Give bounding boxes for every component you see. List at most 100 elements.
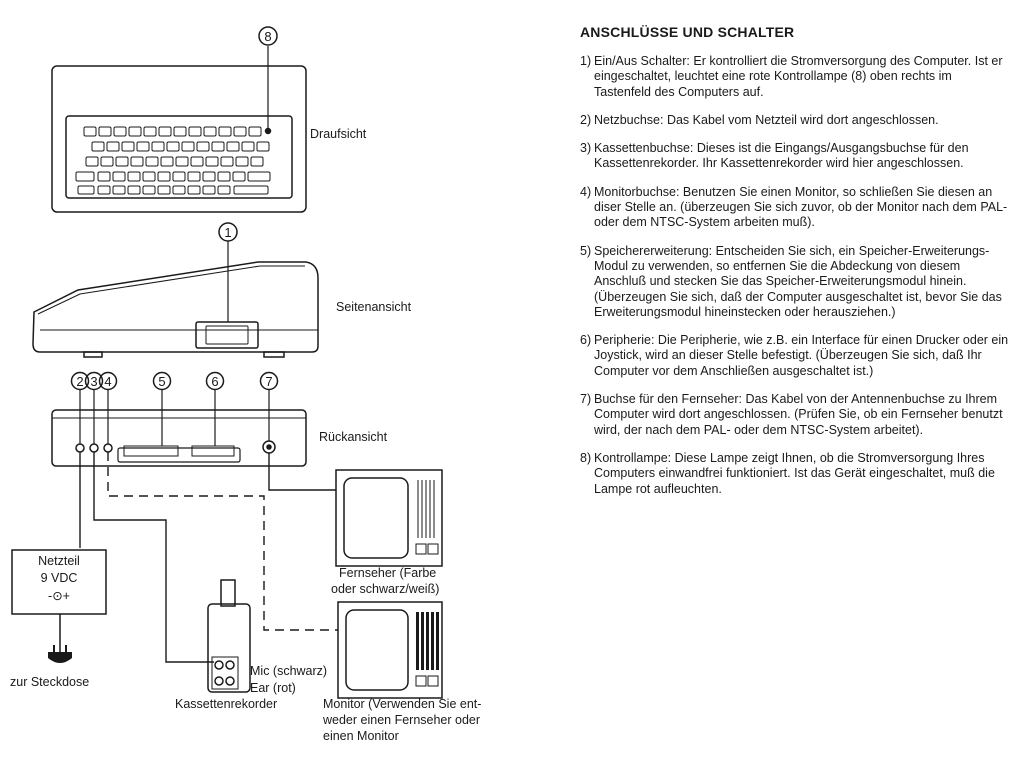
connections-list: 1)Ein/Aus Schalter: Er kontrolliert die …: [580, 54, 1012, 497]
tv-label-1: Fernseher (Farbe: [339, 566, 437, 580]
key: [151, 141, 165, 152]
item-number: 7): [580, 392, 592, 407]
ear-label: Ear (rot): [250, 681, 296, 695]
key: [241, 141, 255, 152]
key: [143, 126, 157, 137]
key: [187, 171, 201, 182]
key: [248, 126, 262, 137]
item-text: Speichererweiterung: Entscheiden Sie sic…: [594, 243, 1002, 319]
key: [128, 126, 142, 137]
computer-top-view: [51, 46, 307, 213]
key: [232, 171, 246, 182]
section-heading: ANSCHLÜSSE UND SCHALTER: [580, 24, 795, 40]
key: [187, 185, 201, 195]
label-side-view: Seitenansicht: [336, 300, 412, 314]
key: [250, 156, 264, 167]
outlet-label: zur Steckdose: [10, 675, 90, 689]
key: [97, 185, 111, 195]
item-text: Ein/Aus Schalter: Er kontrolliert die St…: [594, 54, 1003, 99]
key: [218, 126, 232, 137]
key: [77, 185, 95, 195]
key: [85, 156, 99, 167]
key: [181, 141, 195, 152]
monitor-label-3: einen Monitor: [323, 729, 399, 743]
svg-text:4: 4: [104, 374, 111, 389]
key: [115, 156, 129, 167]
key: [158, 126, 172, 137]
svg-text:2: 2: [76, 374, 83, 389]
callout-8: 8: [258, 26, 278, 46]
list-item: 2)Netzbuchse: Das Kabel vom Netzteil wir…: [580, 113, 1012, 128]
svg-text:5: 5: [158, 374, 165, 389]
monitor-set: [337, 601, 443, 699]
item-number: 5): [580, 243, 592, 258]
connections-section: ANSCHLÜSSE UND SCHALTER 1)Ein/Aus Schalt…: [580, 24, 1012, 510]
item-text: Netzbuchse: Das Kabel vom Netzteil wird …: [594, 112, 939, 127]
list-item: 8)Kontrollampe: Diese Lampe zeigt Ihnen,…: [580, 451, 1012, 497]
cables: [79, 452, 338, 663]
svg-text:1: 1: [224, 225, 231, 240]
key: [157, 171, 171, 182]
key: [173, 126, 187, 137]
computer-back-view: [51, 390, 307, 467]
key: [91, 141, 105, 152]
item-text: Peripherie: Die Peripherie, wie z.B. ein…: [594, 333, 1009, 378]
key: [203, 126, 217, 137]
item-number: 4): [580, 184, 592, 199]
key: [196, 141, 210, 152]
mic-label: Mic (schwarz): [250, 664, 328, 678]
callouts-back: 2 3 4 5 6 7: [70, 371, 279, 391]
key: [220, 156, 234, 167]
item-text: Kassettenbuchse: Dieses ist die Eingangs…: [594, 141, 969, 171]
key: [112, 171, 126, 182]
key: [172, 185, 186, 195]
key: [217, 185, 231, 195]
list-item: 1)Ein/Aus Schalter: Er kontrolliert die …: [580, 54, 1012, 100]
item-number: 6): [580, 333, 592, 348]
key: [98, 126, 112, 137]
power-supply-polarity: -⊙+: [48, 589, 70, 603]
key: [112, 185, 126, 195]
key: [166, 141, 180, 152]
key: [211, 141, 225, 152]
power-supply: [11, 549, 107, 663]
key: [175, 156, 189, 167]
item-text: Kontrollampe: Diese Lampe zeigt Ihnen, o…: [594, 450, 995, 496]
key: [160, 156, 174, 167]
key: [145, 156, 159, 167]
key: [157, 185, 171, 195]
key: [113, 126, 127, 137]
svg-text:7: 7: [265, 374, 272, 389]
svg-text:8: 8: [264, 29, 271, 44]
label-back-view: Rückansicht: [319, 430, 388, 444]
item-number: 8): [580, 450, 592, 465]
key: [202, 185, 216, 195]
key: [172, 171, 186, 182]
power-supply-title: Netzteil: [38, 554, 80, 568]
key: [106, 141, 120, 152]
keyboard-keys: [75, 126, 271, 195]
monitor-label-1: Monitor (Verwenden Sie ent-: [323, 697, 482, 711]
key: [202, 171, 216, 182]
item-number: 3): [580, 141, 592, 156]
key: [142, 185, 156, 195]
list-item: 5)Speichererweiterung: Entscheiden Sie s…: [580, 244, 1012, 320]
list-item: 3)Kassettenbuchse: Dieses ist die Eingan…: [580, 141, 1012, 172]
cassette-recorder: [207, 579, 251, 693]
key: [121, 141, 135, 152]
list-item: 6)Peripherie: Die Peripherie, wie z.B. e…: [580, 333, 1012, 379]
list-item: 7)Buchse für den Fernseher: Das Kabel vo…: [580, 392, 1012, 438]
key: [100, 156, 114, 167]
key: [75, 171, 95, 182]
list-item: 4)Monitorbuchse: Benutzen Sie einen Moni…: [580, 185, 1012, 231]
key: [127, 185, 141, 195]
key: [83, 126, 97, 137]
monitor-label-2: weder einen Fernseher oder: [323, 713, 481, 727]
key: [235, 156, 249, 167]
power-supply-voltage: 9 VDC: [40, 571, 78, 585]
key: [97, 171, 111, 182]
tv-set: [335, 469, 443, 567]
computer-side-view: 1: [32, 222, 319, 358]
item-text: Monitorbuchse: Benutzen Sie einen Monito…: [594, 184, 1008, 230]
tv-label-2: oder schwarz/weiß): [331, 582, 440, 596]
